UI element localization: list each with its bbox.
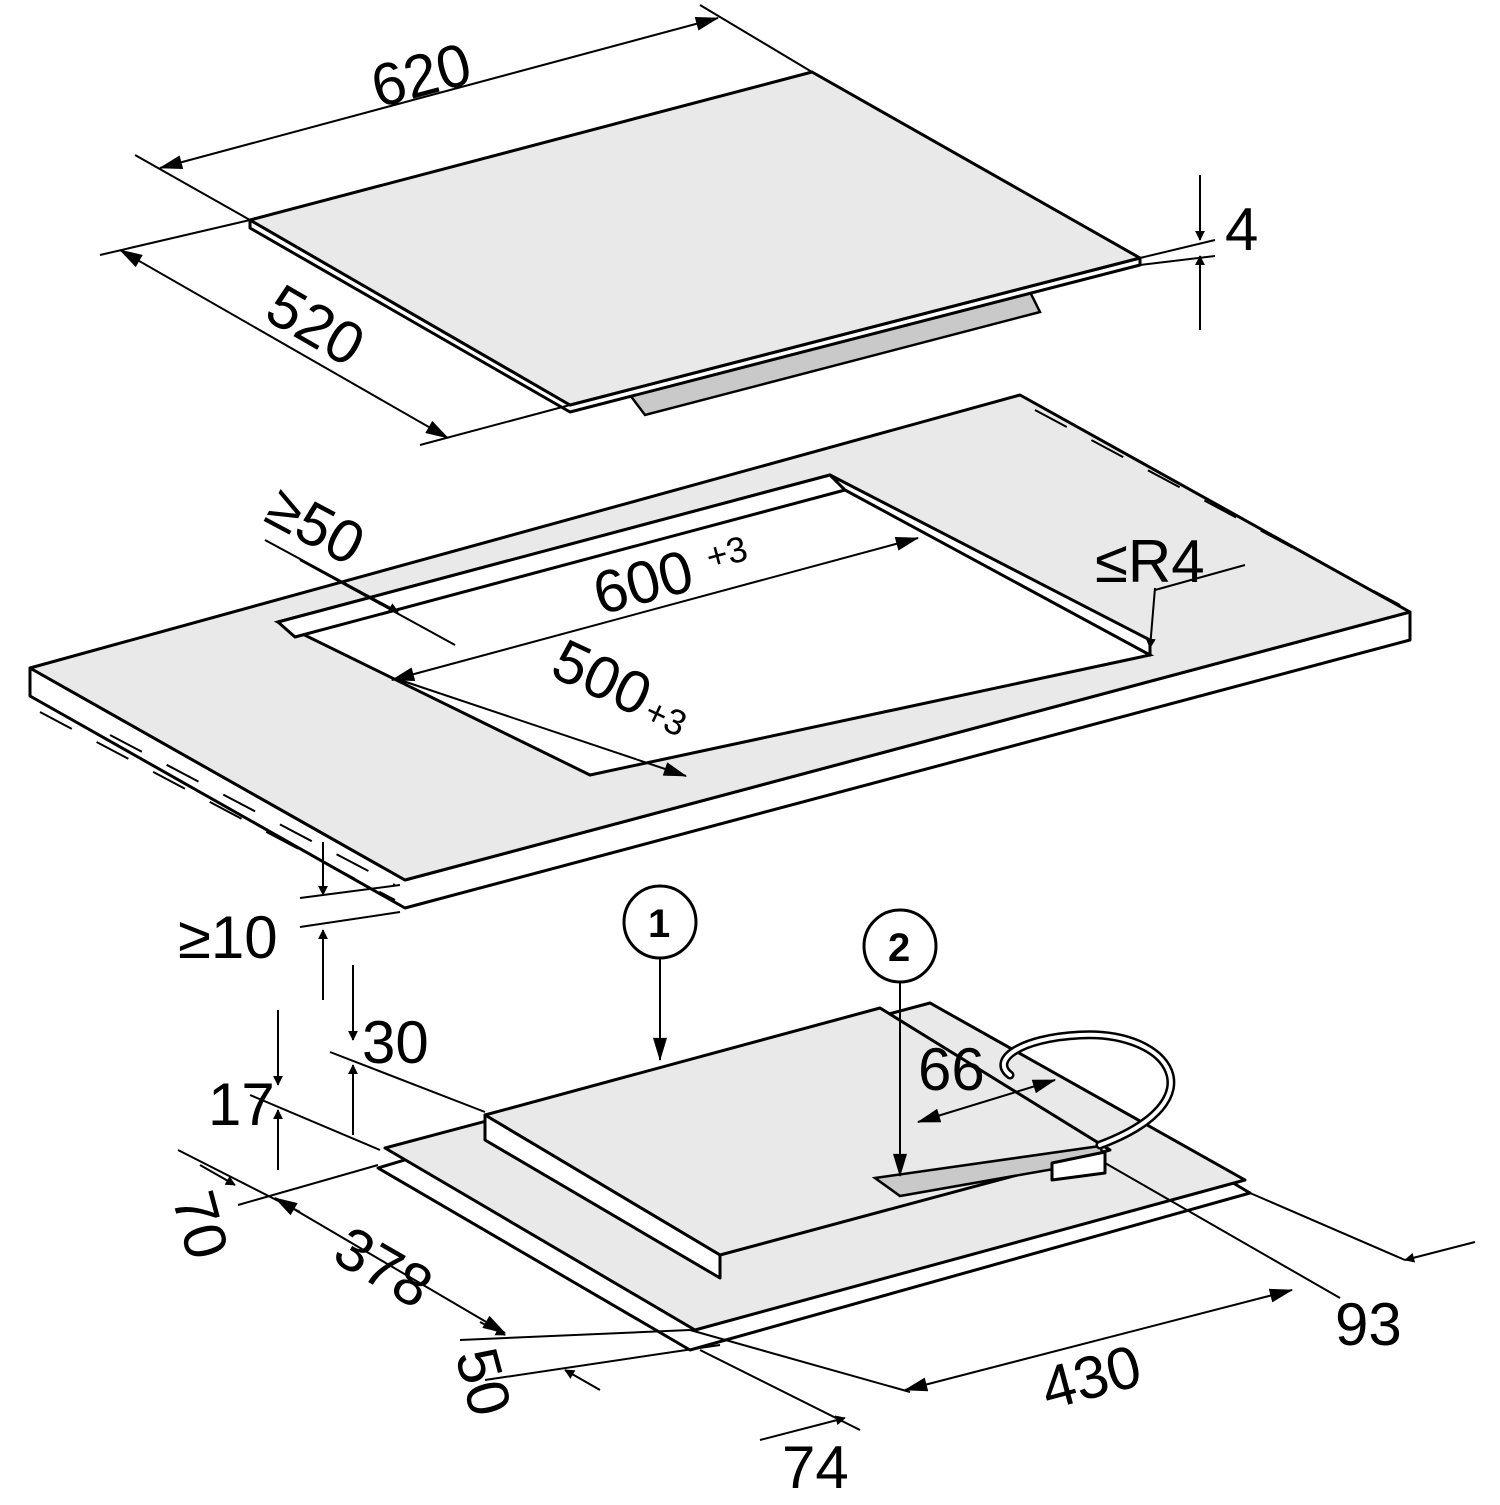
callout-1-label: 1 xyxy=(648,902,670,946)
label-17: 17 xyxy=(208,1071,275,1138)
dim-glass-thickness: 4 xyxy=(1139,175,1258,330)
label-74: 74 xyxy=(782,1434,849,1500)
label-70: 70 xyxy=(159,1184,241,1266)
label-4: 4 xyxy=(1225,196,1258,263)
worktop xyxy=(28,393,1412,910)
dim-30: 30 xyxy=(329,965,486,1135)
dim-corner-radius: ≤R4 xyxy=(1095,528,1246,649)
label-50: 50 xyxy=(442,1341,524,1423)
label-430: 430 xyxy=(1034,1332,1148,1423)
hob-glass-top xyxy=(248,70,1142,407)
dim-93: 93 xyxy=(1249,1192,1476,1358)
dim-66: 66 xyxy=(916,1036,1057,1123)
label-93: 93 xyxy=(1335,1291,1402,1358)
label-min-10: ≥10 xyxy=(178,904,278,971)
label-620: 620 xyxy=(364,30,478,121)
hob-underside xyxy=(376,1001,1252,1352)
label-r4: ≤R4 xyxy=(1095,528,1205,595)
underside-box-side xyxy=(483,1113,722,1280)
label-min-50: ≥50 xyxy=(256,472,375,578)
connection-block xyxy=(1050,1150,1107,1182)
label-30: 30 xyxy=(362,1009,429,1076)
callout-1: 1 xyxy=(622,884,698,1062)
callout-2: 2 xyxy=(862,908,938,1178)
dim-min-gap: ≥10 xyxy=(178,842,401,1000)
dim-17: 17 xyxy=(208,1010,381,1170)
label-378: 378 xyxy=(324,1213,444,1321)
cutout-inner-wall-right xyxy=(828,473,1152,657)
hob-panel xyxy=(248,70,1142,417)
callout-2-label: 2 xyxy=(888,926,910,970)
label-66: 66 xyxy=(918,1036,985,1103)
dim-74: 74 xyxy=(699,1349,861,1501)
worktop-dash-lines xyxy=(39,409,1401,901)
